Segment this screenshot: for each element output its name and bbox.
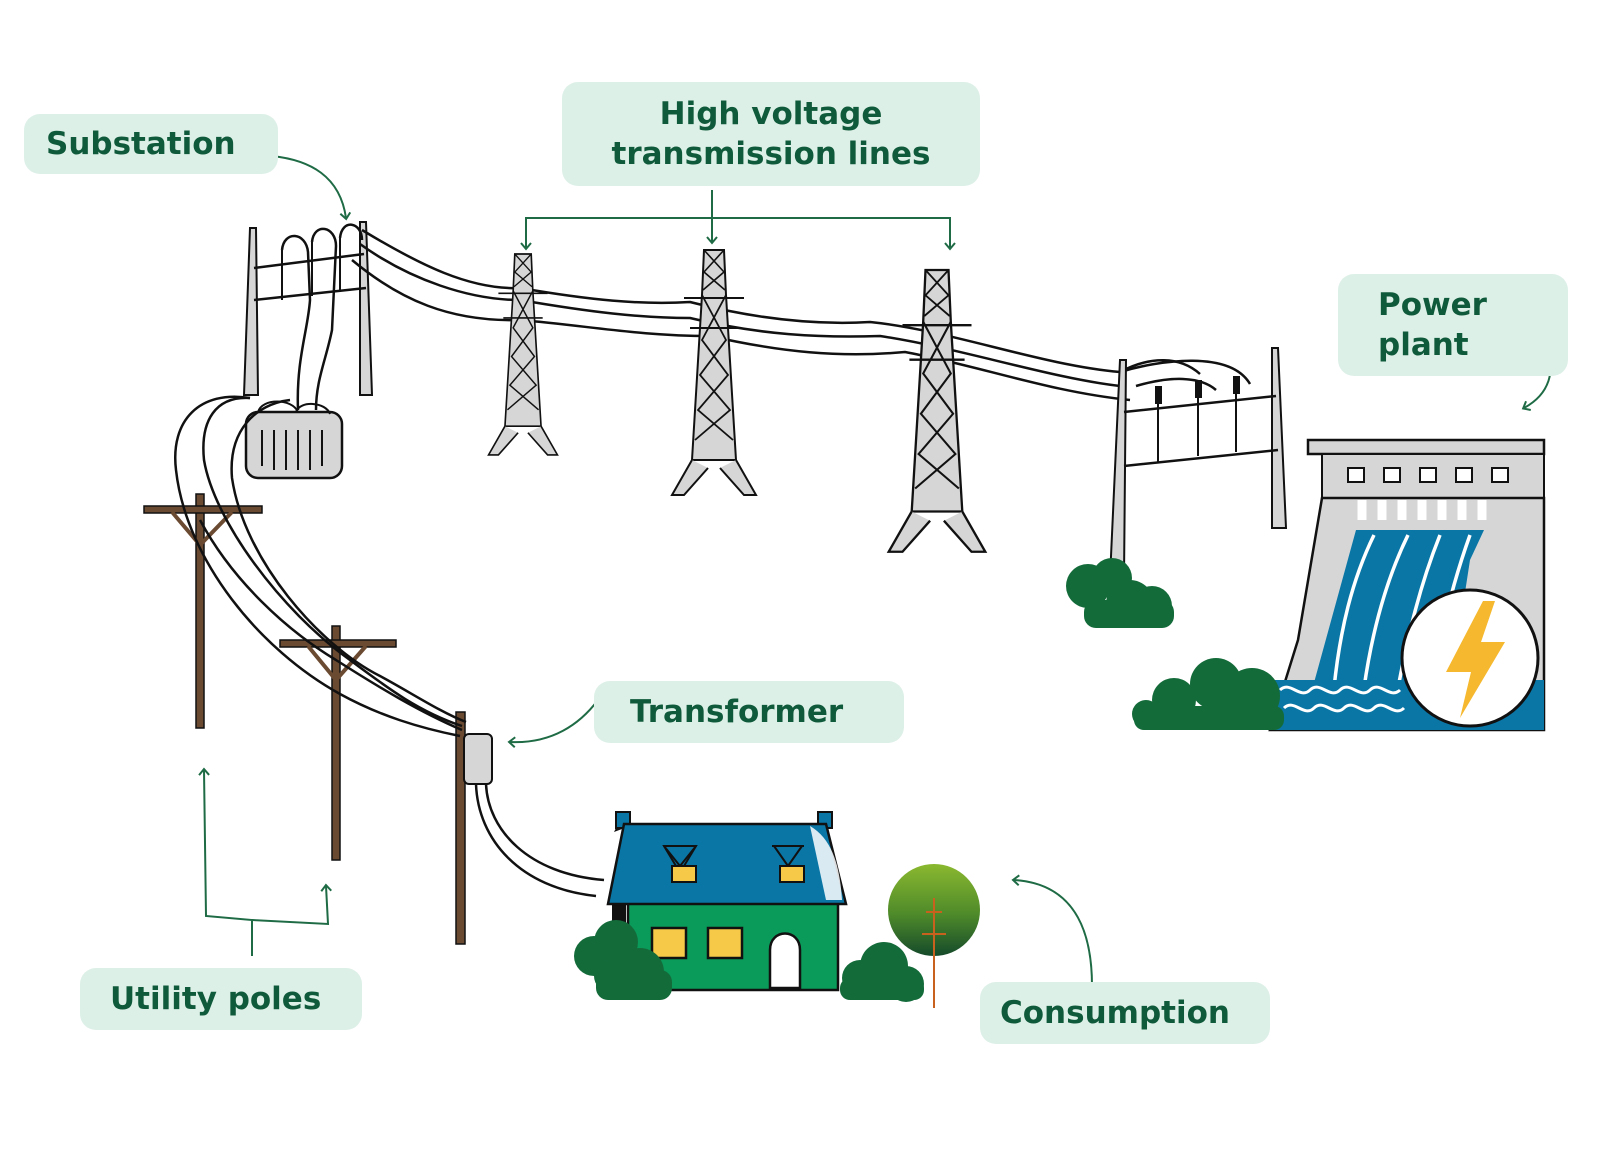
lightning-bolt-icon (1446, 601, 1505, 718)
utility-pole-1 (143, 493, 263, 729)
high-voltage-wires (351, 228, 1252, 402)
label-transformer-text: Transformer (630, 694, 844, 730)
plant-gantry (1108, 347, 1288, 579)
substation-structure (242, 221, 374, 480)
label-high-voltage-line1: High voltage (659, 96, 883, 132)
arrow-hv-right (712, 217, 956, 251)
label-high-voltage-lines: High voltage transmission lines (562, 82, 980, 186)
label-power-plant-line2: plant (1378, 327, 1469, 363)
bush-near-gantry (1066, 558, 1174, 628)
bush-left-of-house (574, 920, 672, 1000)
label-transformer: Transformer (594, 681, 904, 743)
distribution-wires (173, 395, 605, 898)
power-plant (1268, 438, 1546, 732)
transmission-tower-3 (887, 268, 987, 553)
arrow-hv-left (520, 217, 712, 251)
label-utility-poles-text: Utility poles (110, 981, 322, 1017)
label-power-plant-line1: Power (1378, 287, 1487, 323)
arrow-utility-poles (198, 767, 253, 956)
arrow-utility-poles-2 (251, 883, 332, 926)
label-consumption: Consumption (980, 982, 1270, 1044)
arrow-substation (271, 155, 352, 221)
bush-right-of-house (840, 942, 924, 1002)
transmission-tower-1 (487, 253, 559, 456)
label-substation: Substation (24, 114, 278, 174)
bush-near-plant (1132, 658, 1284, 730)
arrow-transformer (507, 699, 599, 748)
substation-transformer (244, 400, 344, 480)
arrow-consumption (1011, 874, 1093, 987)
label-high-voltage-line2: transmission lines (611, 136, 931, 172)
label-substation-text: Substation (46, 126, 236, 162)
transmission-tower-2 (671, 249, 757, 496)
label-consumption-text: Consumption (1000, 995, 1230, 1031)
utility-pole-3 (455, 711, 493, 945)
label-power-plant: Power plant (1338, 274, 1568, 376)
callout-arrows (198, 155, 1552, 987)
tree (888, 864, 980, 1008)
label-utility-poles: Utility poles (80, 968, 362, 1030)
